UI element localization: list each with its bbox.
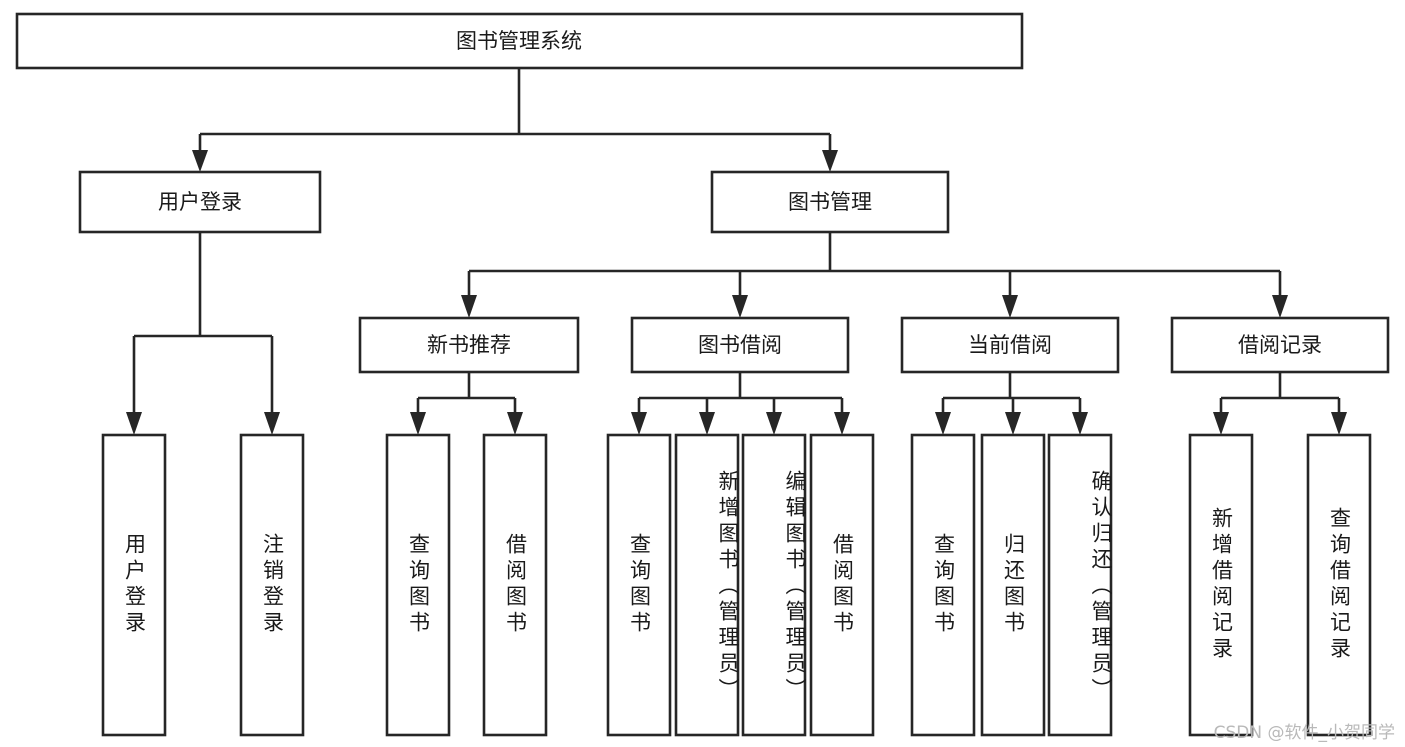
connector-group-borrow-record [1213, 372, 1347, 435]
arrow-to-leaf-query-book-3 [935, 412, 951, 435]
arrow-to-leaf-borrow-book-1 [507, 412, 523, 435]
node-new-book-rec-box[interactable] [358, 316, 580, 374]
arrow-to-leaf-edit-book [766, 412, 782, 435]
node-leaf-user-logout-box[interactable] [239, 433, 305, 737]
node-borrow-record-box[interactable] [1170, 316, 1390, 374]
node-leaf-add-book-box[interactable] [674, 433, 740, 737]
connector-group-root [192, 68, 838, 172]
node-current-borrow-label: 当前借阅 [968, 333, 1052, 357]
connector-group-new-book-rec [410, 372, 523, 435]
arrow-root-to-book-manage [822, 150, 838, 172]
arrow-to-borrow-record [1272, 295, 1288, 318]
arrow-to-leaf-query-record [1331, 412, 1347, 435]
arrow-to-leaf-confirm-return [1072, 412, 1088, 435]
node-leaf-borrow-book-2-box[interactable] [809, 433, 875, 737]
arrow-to-new-book-rec [461, 295, 477, 318]
node-root[interactable]: 图书管理系统 [15, 12, 1024, 70]
node-leaf-return-book-box[interactable] [980, 433, 1046, 737]
arrow-to-current-borrow [1002, 295, 1018, 318]
node-root-label: 图书管理系统 [456, 29, 582, 53]
node-user-login-label: 用户登录 [158, 190, 242, 214]
node-root-box[interactable] [15, 12, 1024, 70]
arrow-to-leaf-query-book-1 [410, 412, 426, 435]
node-borrow-record[interactable]: 借阅记录 [1170, 316, 1390, 374]
node-new-book-rec-label: 新书推荐 [427, 333, 511, 357]
connector-group-user-login [126, 232, 280, 435]
connector-group-book-borrow [631, 372, 850, 435]
csdn-watermark: CSDN @软件_小贺同学 [1213, 723, 1395, 743]
node-book-manage[interactable]: 图书管理 [710, 170, 950, 234]
arrow-to-leaf-return-book [1005, 412, 1021, 435]
node-book-borrow-box[interactable] [630, 316, 850, 374]
arrow-to-leaf-add-book [699, 412, 715, 435]
arrow-to-leaf-borrow-book-2 [834, 412, 850, 435]
arrow-to-book-borrow [732, 295, 748, 318]
node-new-book-rec[interactable]: 新书推荐 [358, 316, 580, 374]
node-book-manage-box[interactable] [710, 170, 950, 234]
node-book-borrow[interactable]: 图书借阅 [630, 316, 850, 374]
node-leaf-user-login-box[interactable] [101, 433, 167, 737]
node-leaf-borrow-book-1-box[interactable] [482, 433, 548, 737]
node-borrow-record-label: 借阅记录 [1238, 333, 1322, 357]
node-leaf-query-book-2-box[interactable] [606, 433, 672, 737]
arrow-to-leaf-user-login [126, 412, 142, 435]
node-leaf-edit-book-box[interactable] [741, 433, 807, 737]
node-leaf-query-book-3-box[interactable] [910, 433, 976, 737]
connector-group-book-manage [461, 232, 1288, 318]
node-book-manage-label: 图书管理 [788, 190, 872, 214]
arrow-to-leaf-add-record [1213, 412, 1229, 435]
arrow-root-to-user-login [192, 150, 208, 172]
node-book-borrow-label: 图书借阅 [698, 333, 782, 357]
node-user-login-box[interactable] [78, 170, 322, 234]
node-leaf-query-book-1-box[interactable] [385, 433, 451, 737]
node-current-borrow[interactable]: 当前借阅 [900, 316, 1120, 374]
node-current-borrow-box[interactable] [900, 316, 1120, 374]
node-leaf-confirm-return-box[interactable] [1047, 433, 1113, 737]
connector-group-current-borrow [935, 372, 1088, 435]
node-leaf-query-record-box[interactable] [1306, 433, 1372, 737]
node-leaf-add-record-box[interactable] [1188, 433, 1254, 737]
arrow-to-leaf-query-book-2 [631, 412, 647, 435]
arrow-to-leaf-user-logout [264, 412, 280, 435]
node-user-login[interactable]: 用户登录 [78, 170, 322, 234]
